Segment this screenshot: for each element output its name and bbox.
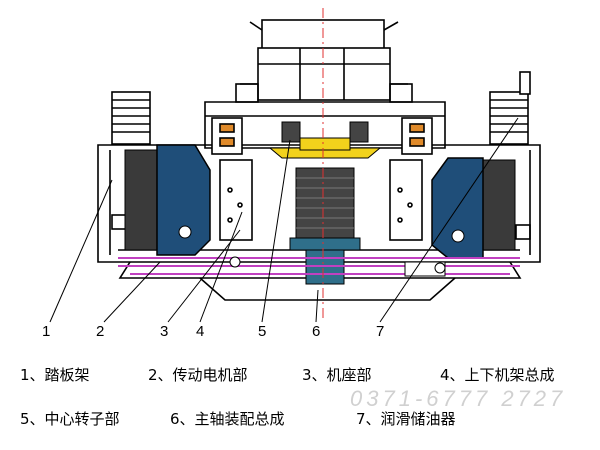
footboard-frame-left: [111, 91, 151, 145]
legend-row-2: 5、中心转子部 6、主轴装配总成 7、润滑储油器: [0, 408, 600, 436]
upper-frame: [204, 83, 446, 149]
bearing-box-left: [211, 117, 243, 155]
callout-7: 7: [376, 323, 384, 340]
drive-motor-right: [431, 157, 516, 259]
leader-lines: [49, 117, 519, 323]
legend-item-1: 1、踏板架: [20, 366, 90, 384]
legend-item-5: 5、中心转子部: [20, 410, 120, 428]
legend-row-1: 1、踏板架 2、传动电机部 3、机座部 4、上下机架总成: [0, 364, 600, 392]
callout-1: 1: [42, 323, 50, 340]
parts-legend: 1、踏板架 2、传动电机部 3、机座部 4、上下机架总成 5、中心转子部 6、主…: [0, 340, 600, 450]
callout-5: 5: [258, 323, 266, 340]
legend-item-7: 7、润滑储油器: [356, 410, 456, 428]
callout-6: 6: [312, 323, 320, 340]
footboard-frame-right: [489, 71, 531, 145]
legend-item-6: 6、主轴装配总成: [170, 410, 285, 428]
legend-item-4: 4、上下机架总成: [440, 366, 555, 384]
top-housing: [249, 19, 399, 101]
phone-watermark: 0371-6777 2727: [350, 386, 567, 411]
lubrication-reservoir: [229, 256, 446, 277]
legend-item-2: 2、传动电机部: [148, 366, 248, 384]
callout-3: 3: [160, 323, 168, 340]
callout-2: 2: [96, 323, 104, 340]
bearing-box-right: [401, 117, 433, 155]
legend-item-3: 3、机座部: [302, 366, 372, 384]
drive-motor-left: [124, 144, 211, 256]
oil-lines: [118, 257, 520, 275]
callout-4: 4: [196, 323, 204, 340]
center-rotor: [268, 121, 382, 159]
crusher-diagram: 1 2 3 4 5 6 7: [42, 8, 541, 340]
